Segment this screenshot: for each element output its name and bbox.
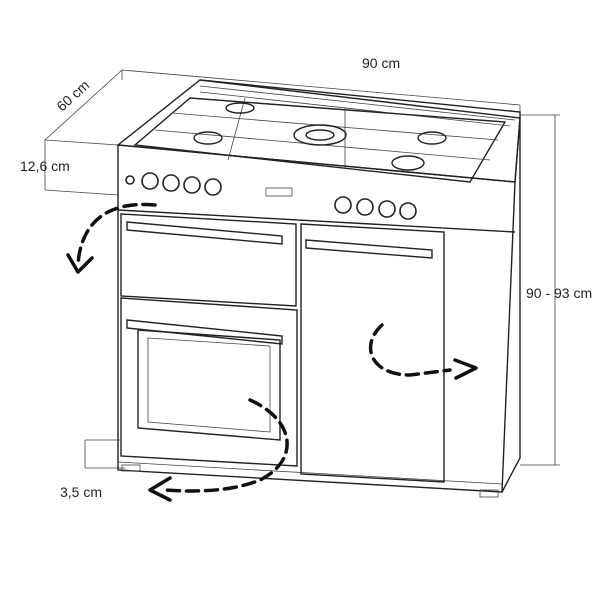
door-opening-arrows (66, 202, 478, 502)
plinth-height-label: 3,5 cm (60, 484, 102, 500)
depth-label: 60 cm (53, 77, 92, 114)
width-label: 90 cm (362, 55, 400, 71)
cooker-body (117, 117, 521, 498)
hob (116, 79, 521, 183)
dimension-lines (44, 69, 560, 469)
control-panel-height-label: 12,6 cm (20, 158, 70, 174)
height-label: 90 - 93 cm (526, 285, 592, 301)
